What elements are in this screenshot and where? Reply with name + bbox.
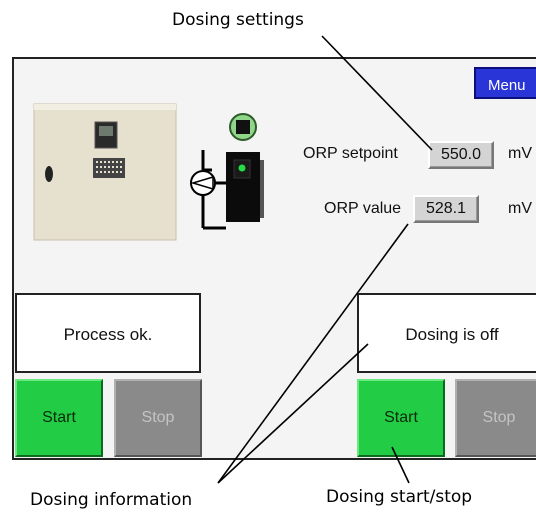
- process-status-box: Process ok.: [15, 293, 201, 373]
- orp-value-unit: mV: [508, 200, 532, 217]
- process-stop-button[interactable]: Stop: [114, 379, 202, 457]
- orp-setpoint-label: ORP setpoint: [303, 145, 398, 162]
- dosing-equipment-illustration: [33, 103, 264, 241]
- callout-dosing-start-stop: Dosing start/stop: [326, 487, 473, 507]
- dosing-status-box: Dosing is off: [357, 293, 536, 373]
- orp-value-label: ORP value: [324, 200, 402, 217]
- dosing-pump-icon: [190, 150, 226, 230]
- orp-setpoint-unit: mV: [508, 145, 532, 162]
- process-start-button[interactable]: Start: [15, 379, 103, 457]
- dosing-start-button[interactable]: Start: [357, 379, 445, 457]
- controller-cabinet-icon: [33, 103, 177, 241]
- pump-status-indicator-icon: [229, 113, 257, 141]
- dosing-stop-button[interactable]: Stop: [455, 379, 536, 457]
- dosing-status-text: Dosing is off: [405, 325, 499, 344]
- callout-dosing-information: Dosing information: [30, 490, 193, 510]
- orp-value-display: 528.1: [413, 195, 479, 223]
- callout-dosing-settings: Dosing settings: [172, 10, 304, 30]
- dosing-unit-icon: [226, 152, 264, 222]
- process-status-text: Process ok.: [63, 325, 153, 344]
- menu-button[interactable]: Menu: [474, 67, 536, 99]
- orp-setpoint-field[interactable]: 550.0: [428, 141, 494, 169]
